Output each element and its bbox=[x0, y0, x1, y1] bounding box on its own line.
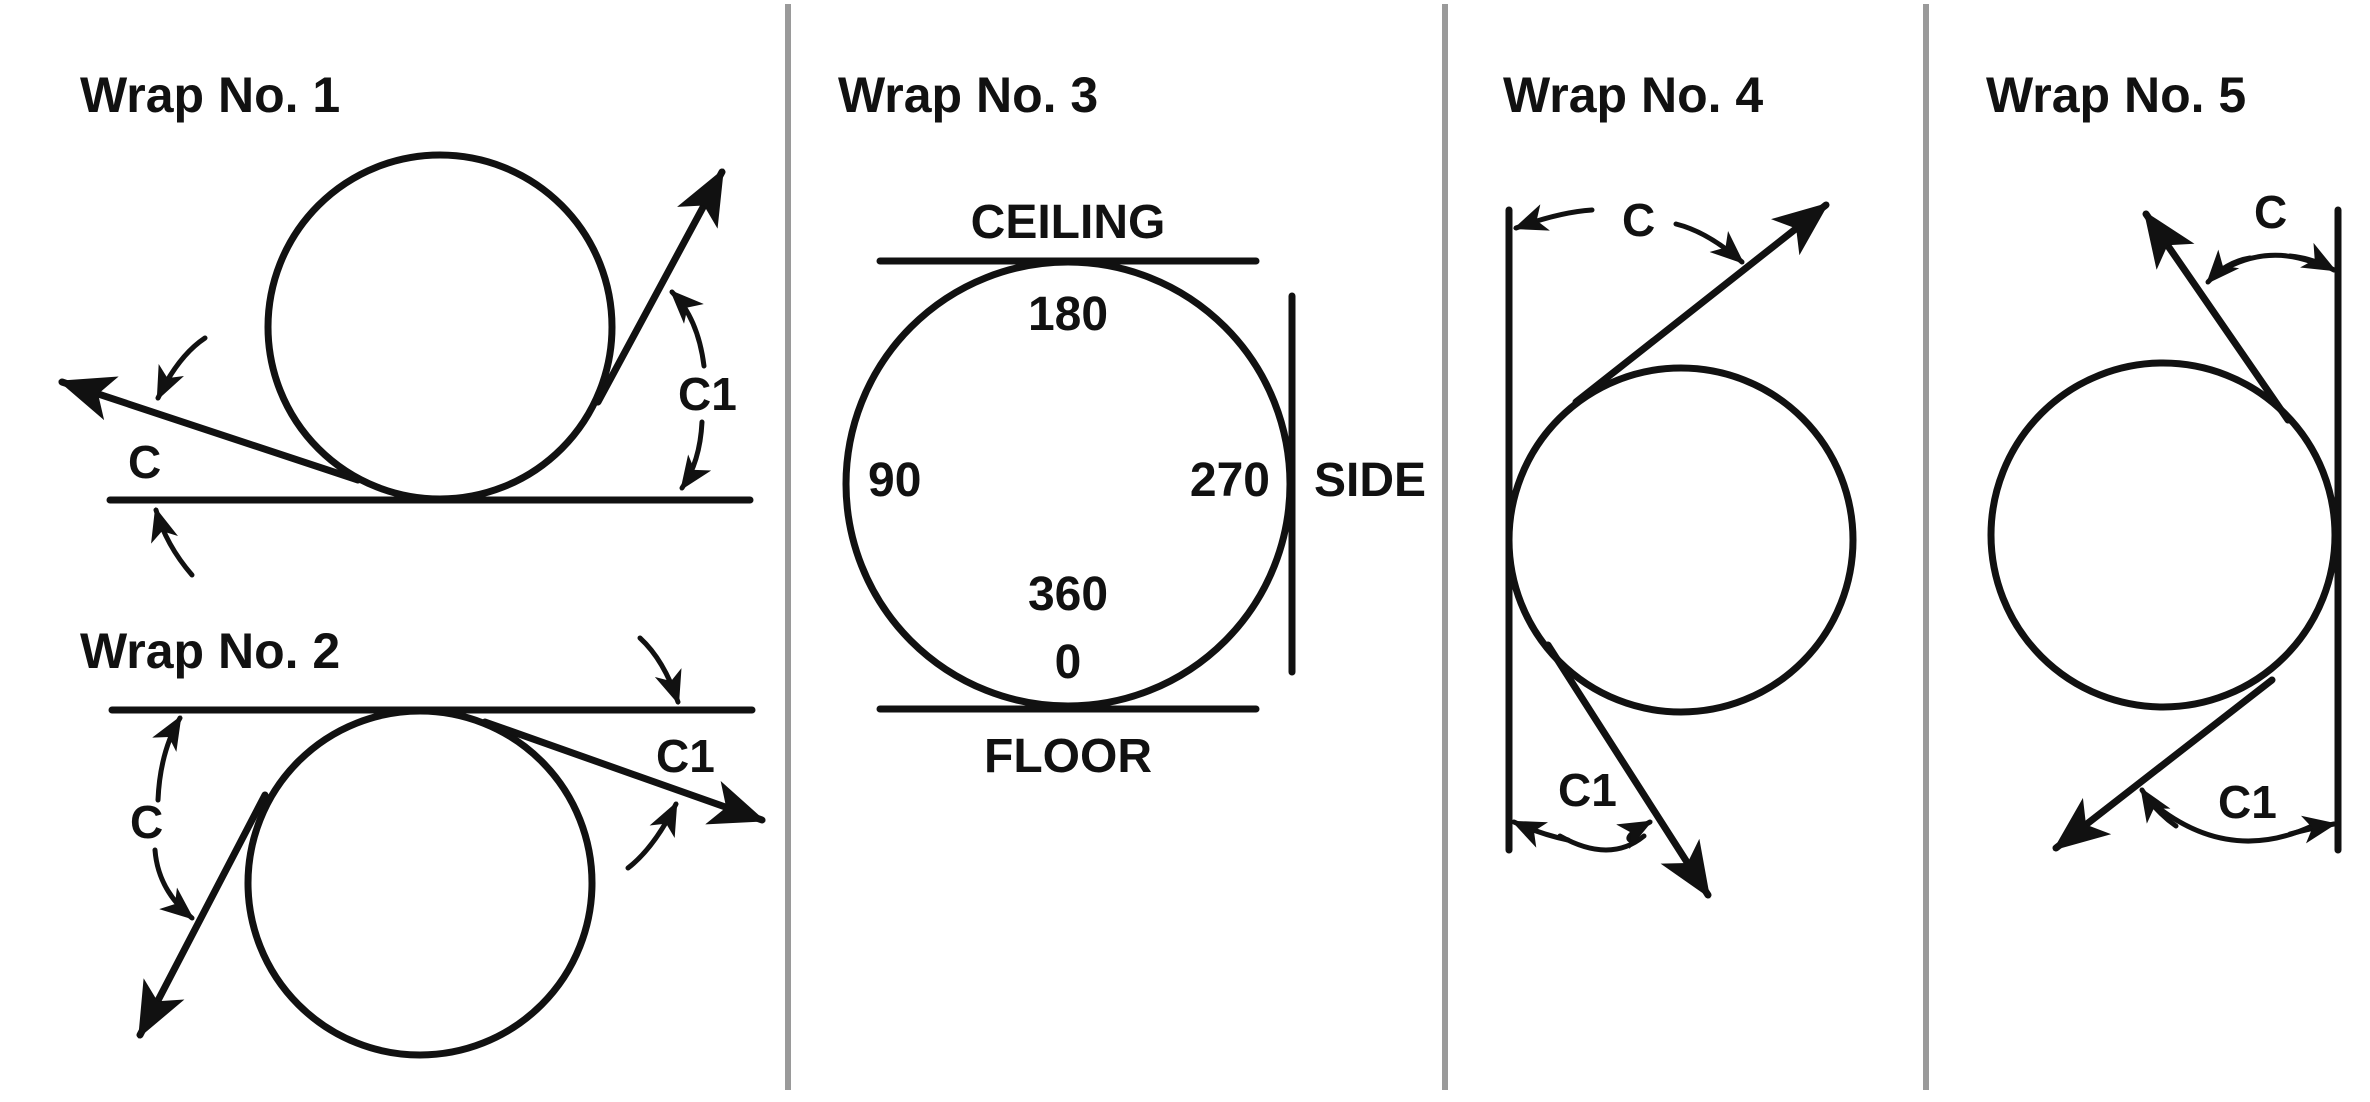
wrap-5-exit-web bbox=[2052, 676, 2276, 852]
wrap-1-angle-c1-arrow-lower bbox=[679, 419, 712, 491]
wrap-2-angle-c-arrow-lower bbox=[152, 847, 195, 921]
wrap-2-angle-c1-arrow-lower bbox=[625, 801, 679, 871]
wrap-5-angle-c1-arrow-right bbox=[2287, 815, 2337, 844]
wrap-4-exit-web bbox=[1544, 641, 1712, 899]
wrap-1-angle-c1-label: C1 bbox=[678, 368, 737, 420]
wrap-1-title: Wrap No. 1 bbox=[80, 67, 340, 123]
wrap-2-title: Wrap No. 2 bbox=[80, 623, 340, 679]
wrap-5-angle-c-arrow-left bbox=[2205, 249, 2253, 285]
wrap-1-entry-web bbox=[594, 168, 726, 406]
wrap-1-diagram: Wrap No. 1 C C1 bbox=[58, 67, 754, 578]
wrap-5-title: Wrap No. 5 bbox=[1986, 67, 2246, 123]
wrap-3-degree-180: 180 bbox=[1028, 288, 1108, 341]
wrap-4-angle-c-arrow-right bbox=[1673, 221, 1745, 265]
wrap-3-degree-360: 360 bbox=[1028, 568, 1108, 621]
wrap-2-angle-c1-label: C1 bbox=[656, 730, 715, 782]
wrap-2-diagram: Wrap No. 2 C C1 bbox=[80, 623, 766, 1059]
wrap-2-angle-c-arrow-upper bbox=[152, 715, 183, 803]
wrap-2-angle-c1-arrow-upper bbox=[637, 635, 682, 705]
wrap-4-angle-c1-label: C1 bbox=[1558, 764, 1617, 816]
wrap-3-degree-0: 0 bbox=[1055, 636, 1082, 689]
wrap-4-entry-web bbox=[1572, 201, 1830, 406]
wrap-5-angle-c-label: C bbox=[2254, 186, 2287, 238]
wrap-1-angle-c-arrow-lower bbox=[151, 507, 195, 578]
wrap-1-angle-c-label: C bbox=[128, 436, 161, 488]
wrap-2-exit-web-right bbox=[481, 718, 766, 825]
wrap-3-degree-270: 270 bbox=[1190, 454, 1270, 507]
wrap-5-angle-c1-label: C1 bbox=[2218, 776, 2277, 828]
wrap-3-ceiling-label: CEILING bbox=[971, 196, 1166, 249]
wrap-4-angle-c-arrow-left bbox=[1513, 204, 1595, 231]
wrap-3-degree-90: 90 bbox=[868, 454, 921, 507]
wrap-5-diagram: Wrap No. 5 C C1 bbox=[1986, 67, 2342, 854]
wrap-1-roll bbox=[264, 151, 616, 503]
wrap-4-angle-c1-arrow-right bbox=[1616, 819, 1653, 850]
wrap-1-angle-c-arrow-upper bbox=[155, 335, 208, 401]
wrap-3-title: Wrap No. 3 bbox=[838, 67, 1098, 123]
wrap-3-side-label: SIDE bbox=[1314, 454, 1426, 507]
wrap-2-exit-web-left bbox=[136, 791, 269, 1039]
wrap-1-angle-c1-arrow-upper bbox=[669, 289, 707, 369]
wrap-4-diagram: Wrap No. 4 C C1 bbox=[1503, 67, 1857, 899]
wrap-5-entry-web bbox=[2142, 210, 2292, 424]
wrap-3-floor-label: FLOOR bbox=[984, 730, 1152, 783]
wrap-5-angle-c1-arrow-left bbox=[2139, 787, 2179, 829]
wrap-2-angle-c-label: C bbox=[130, 796, 163, 848]
wrap-1-exit-web bbox=[58, 376, 362, 484]
wrap-3-diagram: Wrap No. 3 CEILING FLOOR SIDE 180 90 270… bbox=[838, 67, 1426, 783]
wrap-4-angle-c1-arrow-left bbox=[1511, 819, 1571, 848]
wrap-5-angle-c-arrow-right bbox=[2287, 242, 2337, 273]
wrap-2-roll bbox=[244, 707, 596, 1059]
wrap-4-title: Wrap No. 4 bbox=[1503, 67, 1763, 123]
wrap-4-angle-c-label: C bbox=[1622, 194, 1655, 246]
